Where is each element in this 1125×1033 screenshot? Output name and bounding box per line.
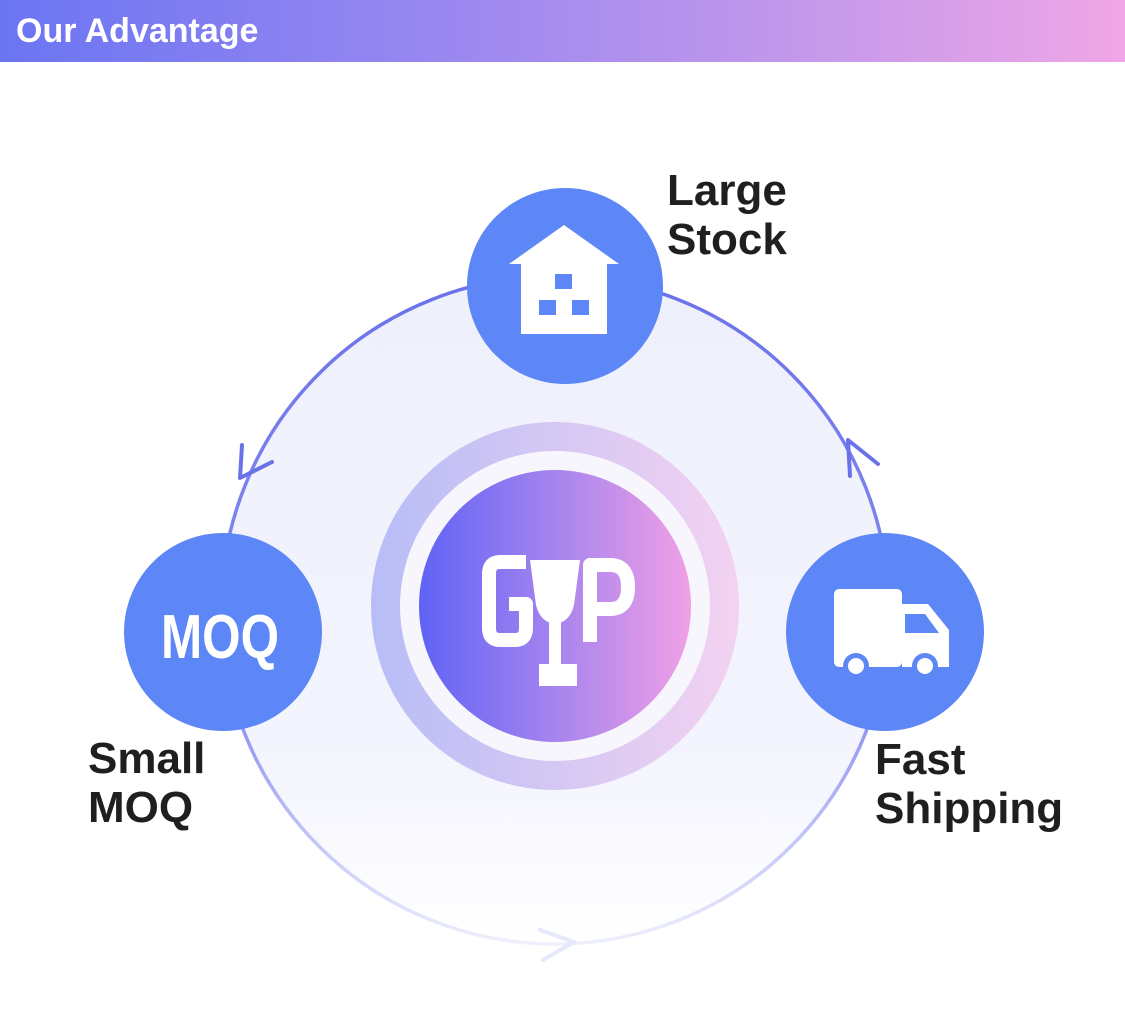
truck-icon — [834, 589, 949, 679]
arrow-icon — [846, 438, 880, 478]
label-line: Fast — [875, 735, 966, 784]
trophy-icon — [482, 555, 635, 686]
node-circle — [124, 533, 322, 731]
label-line: Shipping — [875, 784, 1064, 833]
page-title: Our Advantage — [16, 12, 259, 50]
label-fast-shipping: Fast Shipping — [875, 735, 1063, 833]
node-large-stock — [467, 188, 663, 384]
moq-icon: MOQ — [161, 603, 279, 672]
label-line: Stock — [667, 215, 787, 264]
arrow-icon — [238, 443, 274, 480]
label-large-stock: Large Stock — [667, 166, 787, 264]
warehouse-icon — [509, 225, 619, 334]
arrow-icon — [538, 928, 576, 962]
label-small-moq: Small MOQ — [88, 734, 205, 832]
header-bar: Our Advantage — [0, 0, 1125, 62]
node-fast-shipping — [786, 533, 984, 731]
label-line: Large — [667, 166, 787, 215]
node-small-moq: MOQ — [124, 533, 322, 731]
label-line: Small — [88, 734, 206, 783]
label-line: MOQ — [88, 783, 194, 832]
